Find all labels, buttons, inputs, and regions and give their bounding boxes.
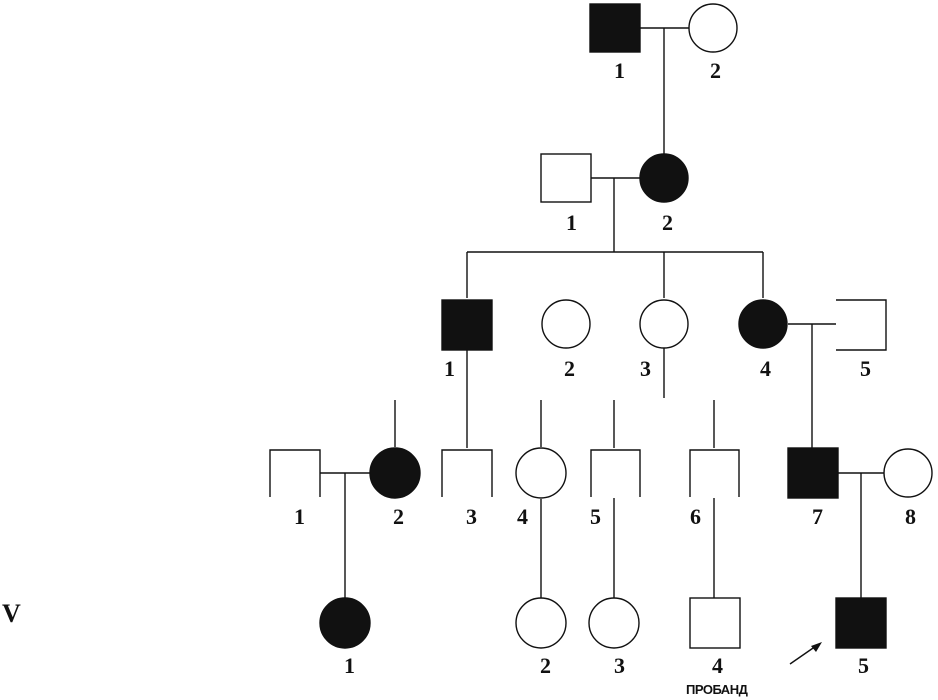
proband-label: ПРОБАНД (686, 682, 749, 697)
label-g3-2: 2 (564, 356, 575, 381)
pedigree-labels: V 1 2 1 2 1 2 3 4 5 1 2 3 4 5 6 7 8 1 2 … (2, 58, 916, 697)
individual-g4-5 (590, 449, 641, 497)
individual-g4-7 (787, 447, 839, 499)
generation-label-v: V (2, 599, 21, 628)
individual-g3-4 (738, 299, 788, 349)
label-g4-5: 5 (590, 504, 601, 529)
label-g5-5: 5 (858, 653, 869, 678)
label-g4-1: 1 (294, 504, 305, 529)
label-g3-5: 5 (860, 356, 871, 381)
label-g4-4: 4 (517, 504, 528, 529)
label-g5-1: 1 (344, 653, 355, 678)
label-g4-8: 8 (905, 504, 916, 529)
label-g4-2: 2 (393, 504, 404, 529)
individual-g3-1 (441, 299, 493, 351)
pedigree-lines (320, 27, 884, 665)
individual-g5-2 (515, 597, 567, 649)
individual-g4-2 (369, 447, 421, 499)
label-g1-1: 1 (614, 58, 625, 83)
label-g3-3: 3 (640, 356, 651, 381)
proband-arrow (789, 645, 817, 665)
label-g3-1: 1 (444, 356, 455, 381)
label-g2-1: 1 (566, 210, 577, 235)
label-g5-4: 4 (712, 653, 723, 678)
individual-g3-2 (541, 299, 591, 349)
individual-g4-8 (883, 448, 933, 498)
individual-g4-6 (689, 449, 740, 497)
individual-g2-2 (639, 153, 689, 203)
label-g4-3: 3 (466, 504, 477, 529)
individual-g2-1 (540, 153, 592, 203)
individual-g4-1 (269, 449, 321, 497)
individual-g1-1 (589, 3, 641, 53)
individual-g1-2 (688, 3, 738, 53)
label-g3-4: 4 (760, 356, 771, 381)
individual-g3-5 (836, 299, 887, 351)
label-g5-2: 2 (540, 653, 551, 678)
label-g4-6: 6 (690, 504, 701, 529)
individual-g5-5 (835, 597, 887, 649)
individual-g5-4 (689, 597, 741, 649)
label-g2-2: 2 (662, 210, 673, 235)
individual-g4-4 (515, 447, 567, 499)
pedigree-symbols (269, 3, 933, 649)
individual-g5-3 (588, 597, 640, 649)
individual-g3-3 (639, 299, 689, 349)
label-g1-2: 2 (710, 58, 721, 83)
proband-arrowhead (811, 642, 822, 652)
label-g4-7: 7 (812, 504, 823, 529)
individual-g4-3 (441, 449, 493, 497)
individual-g5-1 (319, 597, 371, 649)
label-g5-3: 3 (614, 653, 625, 678)
